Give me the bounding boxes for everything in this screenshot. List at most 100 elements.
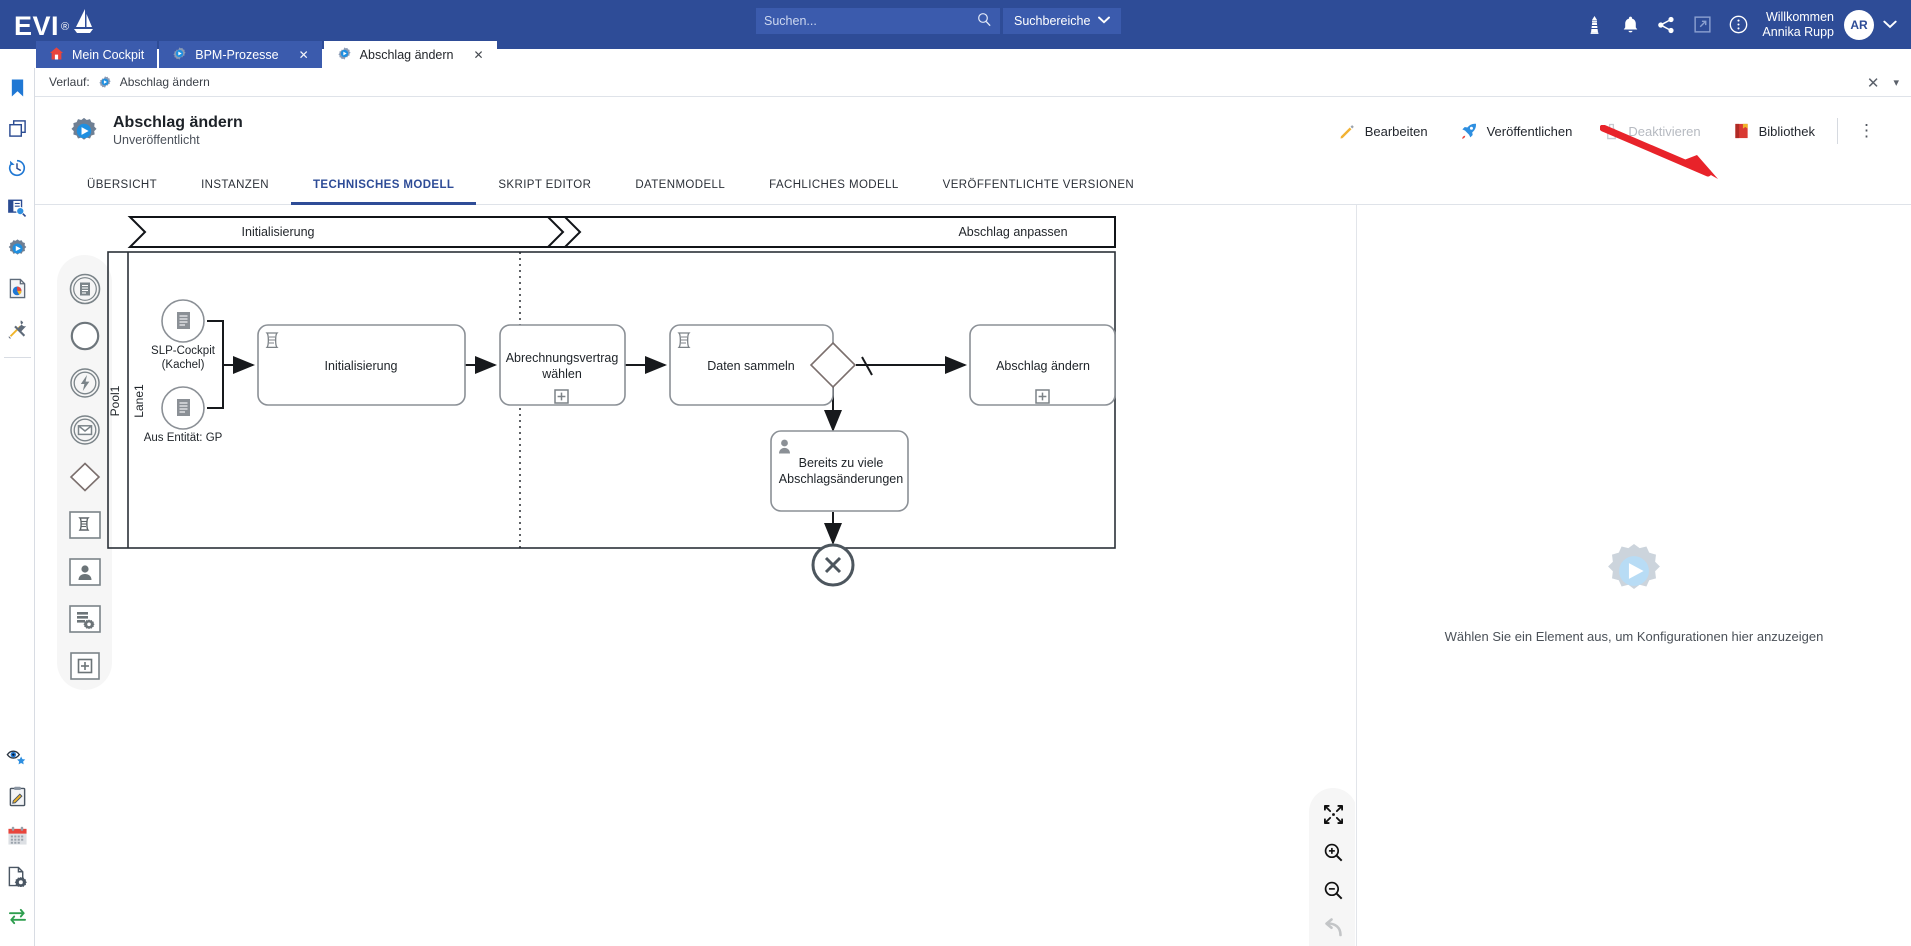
left-sidebar-rail xyxy=(0,68,35,946)
process-gear-icon xyxy=(98,75,112,89)
history-item[interactable]: Abschlag ändern xyxy=(119,75,210,89)
bell-icon[interactable] xyxy=(1612,0,1648,49)
clipboard-edit-icon[interactable] xyxy=(0,776,35,816)
pool-label: Pool1 xyxy=(108,385,122,416)
zoom-in-icon[interactable] xyxy=(1311,833,1355,871)
rocket-icon xyxy=(1460,122,1478,140)
search-input[interactable] xyxy=(764,14,977,28)
subprocess-marker xyxy=(1035,389,1050,404)
external-link-icon[interactable] xyxy=(1684,0,1720,49)
bookmark-icon[interactable] xyxy=(0,68,35,108)
history-bar: Verlauf: Abschlag ändern xyxy=(35,68,1911,97)
create-start-event-icon[interactable] xyxy=(61,312,109,359)
sailboat-icon xyxy=(72,8,94,41)
bpmn-diagram[interactable]: Initialisierung Abschlag anpassen Pool1 … xyxy=(35,205,1355,946)
process-gear-icon[interactable] xyxy=(0,228,35,268)
lighthouse-icon[interactable] xyxy=(1576,0,1612,49)
node-label: Aus Entität: GP xyxy=(144,432,223,444)
info-more-icon[interactable] xyxy=(1720,0,1756,49)
history-bar-controls: ✕ ▾ xyxy=(1867,68,1899,97)
tab-close-icon[interactable]: ✕ xyxy=(473,47,484,62)
action-label: Veröffentlichen xyxy=(1486,123,1573,139)
library-button[interactable]: Bibliothek xyxy=(1717,122,1831,140)
welcome-username: Annika Rupp xyxy=(1762,24,1834,39)
tab-datenmodell[interactable]: DATENMODELL xyxy=(613,165,747,204)
process-gear-icon xyxy=(172,46,187,64)
tab-close-icon[interactable]: ✕ xyxy=(298,47,309,62)
node-label-line2: wählen xyxy=(541,367,582,381)
rail-divider xyxy=(3,357,31,358)
phase-band-initialisierung: Initialisierung xyxy=(127,216,582,248)
library-book-icon xyxy=(1733,122,1750,140)
document-gear-icon[interactable] xyxy=(0,856,35,896)
edit-button[interactable]: Bearbeiten xyxy=(1323,123,1444,140)
app-logo[interactable]: EVI ® xyxy=(14,8,134,42)
tab-fachliches-modell[interactable]: FACHLICHES MODELL xyxy=(747,165,921,204)
process-gear-icon xyxy=(69,116,99,146)
nav-tab-label: DATENMODELL xyxy=(635,178,726,191)
tab-label: BPM-Prozesse xyxy=(195,47,279,62)
user-task-marker xyxy=(779,439,790,454)
diagram-toolbar xyxy=(1309,788,1355,946)
history-collapse-icon[interactable]: ▾ xyxy=(1893,77,1899,89)
more-options-button[interactable]: ⋮ xyxy=(1858,121,1875,140)
placeholder-process-gear-icon xyxy=(1603,540,1665,607)
publish-button[interactable]: Veröffentlichen xyxy=(1444,122,1589,140)
action-label: Deaktivieren xyxy=(1628,123,1701,139)
zoom-out-icon[interactable] xyxy=(1311,871,1355,909)
home-icon xyxy=(49,46,64,64)
tab-mein-cockpit[interactable]: Mein Cockpit xyxy=(36,41,158,68)
chevron-down-icon xyxy=(1098,16,1111,26)
history-close-icon[interactable]: ✕ xyxy=(1866,74,1880,92)
create-script-task-icon[interactable] xyxy=(61,501,109,548)
page-status: Unveröffentlicht xyxy=(113,133,200,147)
report-chart-icon[interactable] xyxy=(0,268,35,308)
undo-icon xyxy=(1311,909,1355,946)
panel-empty-message: Wählen Sie ein Element aus, um Konfigura… xyxy=(1444,629,1824,644)
search-areas-dropdown[interactable]: Suchbereiche xyxy=(1003,8,1122,34)
pencil-icon xyxy=(1339,123,1356,140)
fit-viewport-icon[interactable] xyxy=(1311,795,1355,833)
avatar[interactable]: AR xyxy=(1844,9,1874,40)
page-title: Abschlag ändern xyxy=(113,114,243,131)
history-clock-icon[interactable] xyxy=(0,148,35,188)
share-icon[interactable] xyxy=(1648,0,1684,49)
sync-arrows-icon[interactable] xyxy=(0,896,35,936)
tools-icon[interactable] xyxy=(0,308,35,348)
tab-veroeffentlichte-versionen[interactable]: VERÖFFENTLICHTE VERSIONEN xyxy=(921,165,1156,204)
action-label: Bibliothek xyxy=(1758,123,1815,139)
search-icon[interactable] xyxy=(977,12,992,30)
deactivate-button: Deaktivieren xyxy=(1588,123,1716,140)
history-label: Verlauf: xyxy=(49,75,90,89)
tab-bpm-prozesse[interactable]: BPM-Prozesse ✕ xyxy=(159,41,322,68)
node-label: Bereits zu viele xyxy=(799,456,884,470)
tab-skript-editor[interactable]: SKRIPT EDITOR xyxy=(476,165,613,204)
windows-copy-icon[interactable] xyxy=(0,108,35,148)
start-event-aus-entitaet-gp: Aus Entität: GP xyxy=(144,386,223,444)
user-menu-chevron-down-icon[interactable] xyxy=(1883,18,1897,32)
create-intermediate-event-icon[interactable] xyxy=(61,359,109,406)
create-gateway-icon[interactable] xyxy=(61,454,109,501)
bpmn-canvas[interactable]: Initialisierung Abschlag anpassen Pool1 … xyxy=(35,205,1355,946)
create-message-event-icon[interactable] xyxy=(61,407,109,454)
search-box[interactable] xyxy=(756,8,1000,34)
tab-abschlag-aendern[interactable]: Abschlag ändern ✕ xyxy=(323,41,497,68)
tab-technisches-modell[interactable]: TECHNISCHES MODELL xyxy=(290,165,477,205)
tab-uebersicht[interactable]: ÜBERSICHT xyxy=(65,165,179,204)
subprocess-marker xyxy=(554,389,569,404)
watchlist-eye-star-icon[interactable] xyxy=(0,736,35,776)
brand-text: EVI xyxy=(14,10,60,41)
welcome-text: Willkommen Annika Rupp xyxy=(1762,10,1834,40)
calendar-icon[interactable] xyxy=(0,816,35,856)
nav-tab-label: FACHLICHES MODELL xyxy=(769,178,899,191)
tab-instanzen[interactable]: INSTANZEN xyxy=(179,165,291,204)
page-header: Abschlag ändern Unveröffentlicht Bearbei… xyxy=(35,97,1911,165)
task-abrechnungsvertrag-waehlen: Abrechnungsvertrag wählen xyxy=(499,324,626,406)
create-start-event-document-icon[interactable] xyxy=(61,265,109,312)
nav-tab-label: ÜBERSICHT xyxy=(87,178,158,191)
create-subprocess-icon[interactable] xyxy=(61,643,109,690)
create-service-task-icon[interactable] xyxy=(61,596,109,643)
lane-label: Lane1 xyxy=(132,384,146,418)
search-document-icon[interactable] xyxy=(0,188,35,228)
create-user-task-icon[interactable] xyxy=(61,548,109,595)
